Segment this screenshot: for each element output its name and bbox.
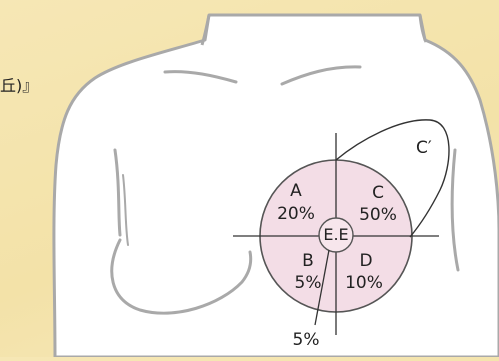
quadrant-c-letter: C [372, 185, 384, 202]
quadrant-c-percent: 50% [359, 207, 397, 224]
quadrant-d-percent: 10% [345, 275, 383, 292]
center-percent-label: 5% [293, 332, 320, 349]
quadrant-a-letter: A [290, 183, 302, 200]
torso-outline [54, 15, 499, 357]
center-areola-label: E.E [323, 227, 348, 243]
quadrant-a-percent: 20% [277, 206, 315, 223]
quadrant-d-letter: D [359, 253, 372, 270]
axillary-tail-label: C′ [416, 140, 432, 157]
caption-fragment: 丘)』 [0, 78, 38, 94]
quadrant-b-letter: B [302, 253, 314, 270]
quadrant-b-percent: 5% [295, 275, 322, 292]
